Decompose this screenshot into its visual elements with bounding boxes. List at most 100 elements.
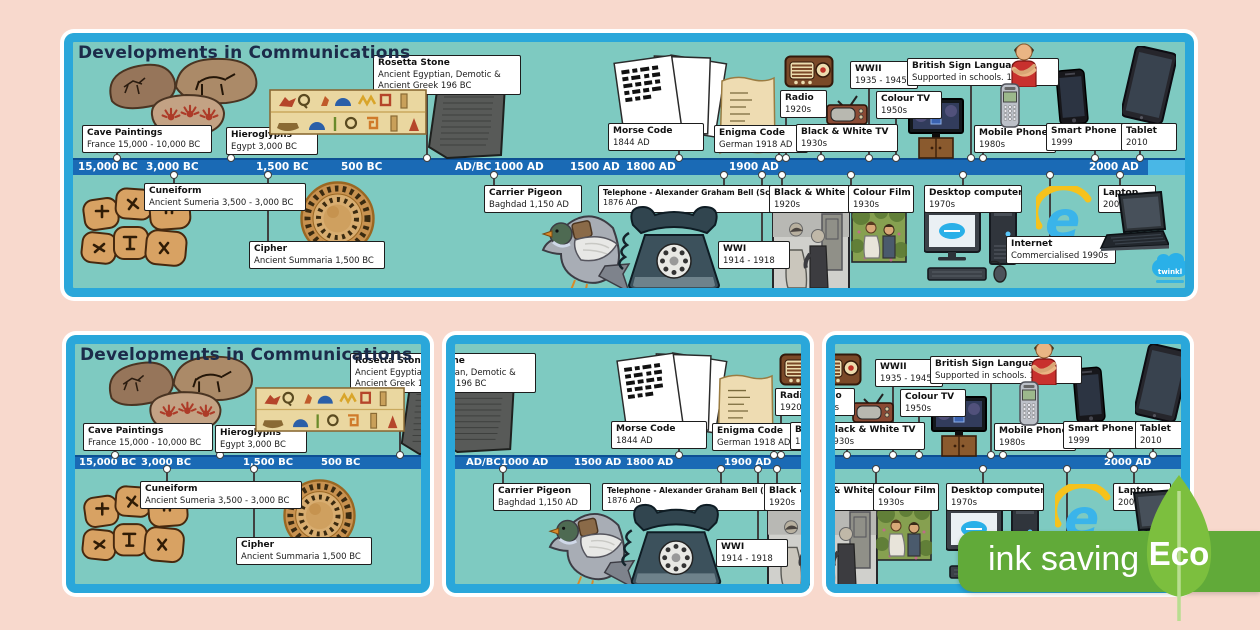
event-detail: 1999 xyxy=(1051,137,1073,148)
radio-img-icon xyxy=(784,55,834,88)
timeline-node xyxy=(979,154,987,162)
timeline-node xyxy=(1046,171,1054,179)
tick-label: 1000 AD xyxy=(501,457,549,468)
event-title: Morse Code xyxy=(613,126,673,136)
timeline-node xyxy=(1063,465,1071,473)
timeline-node xyxy=(967,154,975,162)
tick-label: 1000 AD xyxy=(494,161,544,173)
event-detail: Ancient Greek 196 BC xyxy=(355,378,430,389)
eco-leaf-icon xyxy=(1146,475,1212,621)
ink-saving-badge: ink saving xyxy=(958,531,1260,592)
event-detail: Ancient Greek 196 BC xyxy=(378,80,472,91)
event-title: WWI xyxy=(721,542,745,552)
event-detail: 1999 xyxy=(1068,435,1090,446)
bwtv-img-icon xyxy=(850,389,896,423)
ink-saving-label: ink saving xyxy=(988,540,1140,578)
rotary-phone-icon xyxy=(620,497,732,591)
event-detail: 1980s xyxy=(979,139,1006,150)
event-title: Mobile Phone xyxy=(999,426,1068,436)
timeline-node xyxy=(111,451,119,459)
event-detail: 1970s xyxy=(929,199,956,210)
event-title: Black & White Films xyxy=(826,486,902,496)
timeline-node xyxy=(1149,451,1157,459)
tick-label: 3,000 BC xyxy=(141,457,192,468)
event-title: Tablet xyxy=(1126,126,1157,136)
tick-label: AD/BC xyxy=(466,457,501,468)
event-detail: 1950s xyxy=(905,403,932,414)
timeline-node xyxy=(490,171,498,179)
page-title: Developments in Communications xyxy=(78,43,411,63)
event-detail: Egypt 3,000 BC xyxy=(220,439,286,450)
event-title: Black & White TV xyxy=(828,425,916,435)
timeline-node xyxy=(782,154,790,162)
tablet-img-icon xyxy=(1135,344,1189,422)
timeline-node xyxy=(847,171,855,179)
event-title: WWII xyxy=(880,362,907,372)
timeline-node xyxy=(817,154,825,162)
event-title: Cave Paintings xyxy=(87,128,163,138)
timeline-node xyxy=(396,451,404,459)
event-title: Smart Phone xyxy=(1051,126,1117,136)
event-detail: 1844 AD xyxy=(616,435,653,446)
timeline-node xyxy=(499,465,507,473)
event-detail: 1914 - 1918 xyxy=(721,553,773,564)
event-title: Desktop computer xyxy=(951,486,1044,496)
timeline-node xyxy=(959,171,967,179)
connector-line xyxy=(776,469,778,484)
event-detail: France 15,000 - 10,000 BC xyxy=(88,437,202,448)
connector-line xyxy=(1119,175,1121,186)
timeline-node xyxy=(250,465,258,473)
connector-line xyxy=(970,85,972,158)
tick-label: 1800 AD xyxy=(626,161,676,173)
event-title: Cipher xyxy=(241,540,275,550)
event-detail: 1920s xyxy=(769,497,796,508)
event-title: Laptop xyxy=(1103,188,1139,198)
timeline-node xyxy=(872,465,880,473)
connector-line xyxy=(173,175,175,184)
connector-line xyxy=(493,175,495,186)
timeline-node xyxy=(865,154,873,162)
event-title: Colour TV xyxy=(905,392,955,402)
tick-label: 1,500 BC xyxy=(256,161,309,173)
connector-line xyxy=(166,469,168,482)
event-title: WWII xyxy=(855,64,882,74)
event-title: Radio xyxy=(826,391,842,401)
tick-label: 3,000 BC xyxy=(146,161,199,173)
event-title: Black & White Films xyxy=(774,188,875,198)
eco-label: Eco xyxy=(1148,535,1210,572)
timeline-node xyxy=(717,465,725,473)
connector-line xyxy=(723,175,725,186)
event-detail: 1920s xyxy=(826,402,840,413)
mobile-img-icon xyxy=(1015,381,1043,426)
tick-label: 1900 AD xyxy=(724,457,772,468)
event-title: WWI xyxy=(723,244,747,254)
event-title: Enigma Code xyxy=(717,426,784,436)
event-title: Colour Film xyxy=(878,486,936,496)
connector-line xyxy=(962,175,964,186)
sign-boy-icon xyxy=(1006,39,1042,87)
event-title: Laptop xyxy=(1118,486,1154,496)
event-detail: 1970s xyxy=(951,497,978,508)
tick-label: 15,000 BC xyxy=(79,457,137,468)
tick-label: 2000 AD xyxy=(1089,161,1139,173)
event-detail: 1930s xyxy=(795,436,810,447)
